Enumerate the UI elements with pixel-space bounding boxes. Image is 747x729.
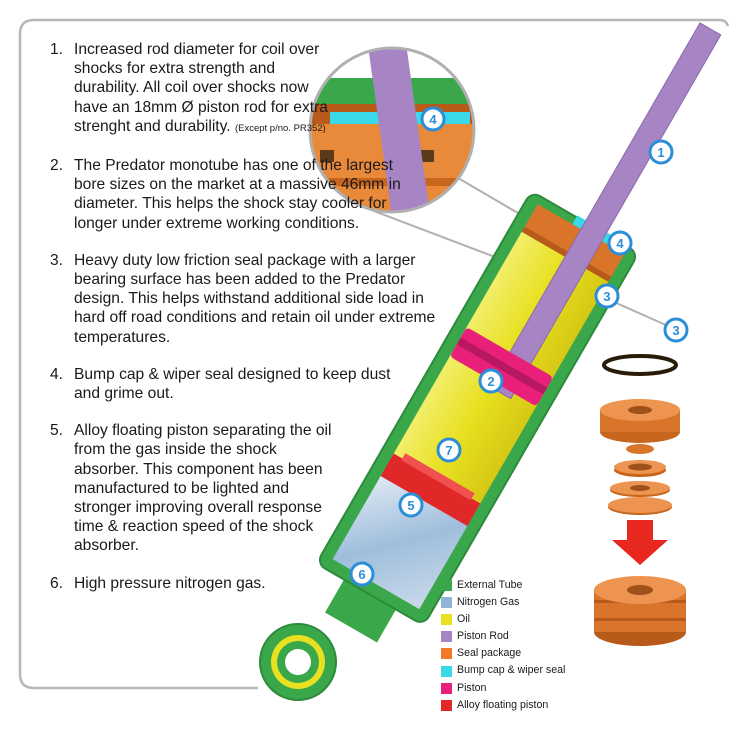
legend-item-floating-piston: Alloy floating piston: [441, 697, 565, 714]
feature-number: 1.: [50, 41, 64, 58]
callout-badge-label: 3: [603, 289, 610, 304]
legend-label: Nitrogen Gas: [457, 596, 520, 609]
feature-item-4: 4. Bump cap & wiper seal designed to kee…: [50, 365, 414, 403]
legend-swatch: [441, 597, 452, 609]
legend: External Tube Nitrogen Gas Oil Piston Ro…: [441, 577, 565, 714]
legend-item-oil: Oil: [441, 611, 565, 628]
feature-item-6: 6. High pressure nitrogen gas.: [50, 574, 274, 593]
feature-number: 5.: [50, 422, 64, 440]
legend-label: Bump cap & wiper seal: [457, 664, 566, 677]
legend-label: Alloy floating piston: [457, 698, 549, 711]
callout-badge-label: 4: [616, 236, 624, 251]
zoom-detail: [308, 46, 476, 214]
assembly-arrow: [612, 520, 668, 565]
feature-text: The Predator monotube has one of the lar…: [74, 157, 401, 232]
feature-item-3: 3. Heavy duty low friction seal package …: [50, 251, 454, 347]
assembled-seal-package: [594, 576, 686, 646]
legend-label: External Tube: [457, 579, 523, 591]
callout-badge-4-zoom: 4: [420, 106, 446, 132]
feature-item-5: 5. Alloy floating piston separating the …: [50, 421, 334, 555]
callout-badge-label: 2: [487, 374, 494, 389]
feature-text: High pressure nitrogen gas.: [74, 574, 266, 592]
legend-swatch: [441, 614, 452, 626]
feature-item-1: 1. Increased rod diameter for coil over …: [50, 40, 329, 138]
eye-mount: [259, 623, 337, 701]
legend-swatch: [441, 648, 452, 660]
legend-item-nitrogen-gas: Nitrogen Gas: [441, 594, 565, 611]
callout-badge-label: 4: [429, 112, 437, 127]
legend-item-seal-package: Seal package: [441, 645, 565, 662]
feature-text: Increased rod diameter for coil over sho…: [74, 41, 328, 135]
legend-label: Oil: [457, 613, 470, 626]
frame-border-top-corner: [719, 18, 730, 27]
floating-piston-ring: [401, 453, 475, 501]
legend-item-bump-cap: Bump cap & wiper seal: [441, 662, 565, 679]
legend-swatch: [441, 682, 452, 694]
frame-border: [18, 18, 720, 690]
callout-badge-label: 5: [407, 498, 414, 513]
legend-swatch: [441, 631, 452, 643]
callout-badge-label: 1: [657, 145, 664, 160]
legend-label: Seal package: [457, 647, 522, 660]
exploded-seal-package: [600, 354, 680, 515]
callout-badge-3-external: 3: [663, 317, 689, 343]
callout-badge-1: 1: [648, 139, 674, 165]
feature-text: Bump cap & wiper seal designed to keep d…: [74, 365, 391, 403]
callout-badge-2: 2: [478, 368, 504, 394]
callout-badge-7: 7: [436, 437, 462, 463]
legend-label: Piston Rod: [457, 630, 509, 643]
legend-item-piston: Piston: [441, 680, 565, 697]
legend-swatch: [441, 665, 452, 677]
callout-badge-label: 6: [358, 567, 365, 582]
feature-number: 3.: [50, 251, 64, 269]
callout-badge-label: 7: [445, 443, 452, 458]
shock-absorber: [318, 22, 722, 643]
feature-number: 2.: [50, 157, 64, 175]
eye-mount-stem: [325, 570, 401, 643]
feature-note: (Except p/no. PR352): [234, 122, 326, 134]
legend-item-piston-rod: Piston Rod: [441, 628, 565, 645]
o-ring: [602, 354, 678, 376]
piston-rod: [489, 22, 722, 400]
feature-number: 4.: [50, 365, 64, 383]
callout-badge-5: 5: [398, 492, 424, 518]
callout-badge-4: 4: [607, 230, 633, 256]
legend-item-external-tube: External Tube: [441, 577, 565, 594]
feature-text: Heavy duty low friction seal package wit…: [74, 251, 436, 346]
feature-list: 1. Increased rod diameter for coil over …: [50, 40, 435, 593]
main-piston-band: [456, 337, 548, 395]
feature-text: Alloy floating piston separating the oil…: [74, 422, 332, 555]
callout-badge-label: 3: [672, 323, 679, 338]
feature-number: 6.: [50, 574, 64, 592]
floating-piston: [380, 453, 481, 527]
legend-swatch: [441, 580, 452, 592]
legend-label: Piston: [457, 681, 487, 694]
callout-badge-6: 6: [349, 561, 375, 587]
feature-item-2: 2. The Predator monotube has one of the …: [50, 156, 419, 233]
callout-badge-3: 3: [594, 283, 620, 309]
legend-swatch: [441, 699, 452, 711]
